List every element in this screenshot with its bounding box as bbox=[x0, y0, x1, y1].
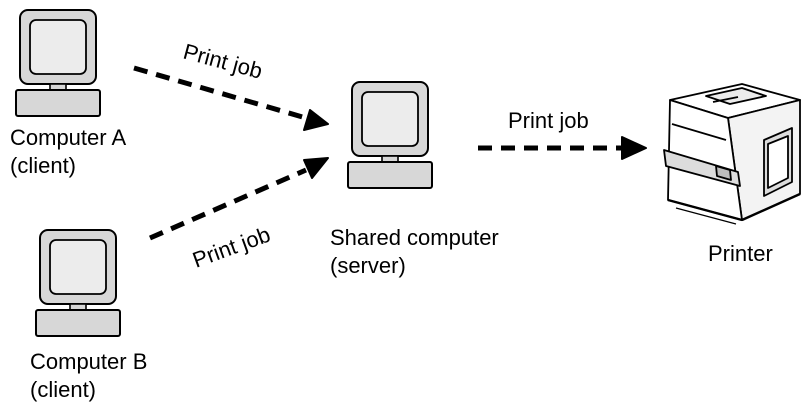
edge-server-to-printer bbox=[478, 136, 647, 160]
computer-a-role: (client) bbox=[10, 153, 77, 178]
edge-label-b: Print job bbox=[189, 222, 273, 273]
edge-label-server-printer: Print job bbox=[508, 108, 589, 133]
computer-b-name: Computer B bbox=[30, 349, 148, 374]
printer-label: Printer bbox=[708, 240, 773, 268]
arrowhead-icon bbox=[621, 136, 647, 160]
computer-a-label: Computer A (client) bbox=[10, 124, 126, 180]
computer-b-label: Computer B (client) bbox=[30, 348, 147, 404]
computer-b-role: (client) bbox=[30, 377, 97, 402]
edge-label-a: Print job bbox=[181, 39, 265, 84]
computer-a-name: Computer A bbox=[10, 125, 127, 150]
computer-a-icon bbox=[15, 9, 101, 117]
printer-icon bbox=[663, 83, 801, 225]
edge-a-to-server bbox=[133, 65, 329, 131]
edge-b-to-server bbox=[149, 157, 329, 241]
computer-b-icon bbox=[35, 229, 121, 337]
server-computer-icon bbox=[347, 81, 433, 189]
arrowhead-icon bbox=[303, 157, 329, 179]
printer-name: Printer bbox=[708, 241, 773, 266]
server-role: (server) bbox=[330, 253, 406, 278]
server-label: Shared computer (server) bbox=[330, 224, 499, 280]
server-name: Shared computer bbox=[330, 225, 499, 250]
arrowhead-icon bbox=[303, 109, 329, 131]
